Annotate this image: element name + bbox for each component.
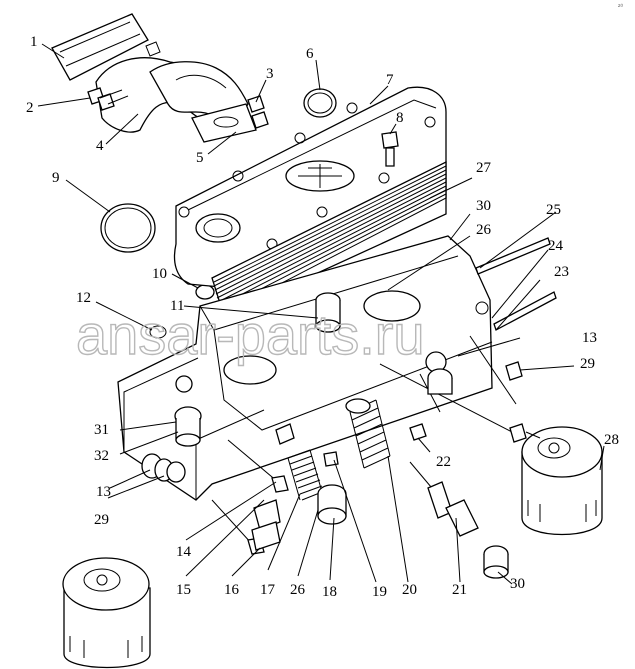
callout-29-right: 29 [580,356,595,372]
intake-pipe-assembly [51,13,257,143]
oil-filter-right [521,426,603,536]
callout-labels: 1 2 3 4 5 6 7 8 9 10 11 12 13 13 14 15 1… [26,34,619,600]
callout-18: 18 [322,584,337,600]
callout-16: 16 [224,582,240,598]
callout-26-top: 26 [476,222,492,238]
callout-5: 5 [196,150,204,166]
callout-8: 8 [396,110,404,126]
callout-11: 11 [170,298,184,314]
callout-19: 19 [372,584,387,600]
nuts-29-right [505,361,527,443]
callout-30-bottom: 30 [510,576,525,592]
callout-20: 20 [402,582,417,598]
oil-filter-left [62,557,151,669]
bolt-washers-left [141,453,186,483]
cap-30 [483,545,509,579]
corner-mark: ²⁰ [618,3,623,11]
filter-housing [117,235,493,501]
callout-28: 28 [604,432,619,448]
o-ring-9 [100,203,156,253]
callout-13-left: 13 [96,484,111,500]
plug-31-32 [174,406,202,447]
callout-13-right: 13 [582,330,597,346]
callout-31: 31 [94,422,109,438]
callout-1: 1 [30,34,38,50]
valve-11 [315,292,341,333]
callout-21: 21 [452,582,467,598]
callout-15: 15 [176,582,191,598]
callout-2: 2 [26,100,34,116]
seal-10 [195,284,215,300]
callout-4: 4 [96,138,104,154]
bolt-19 [323,451,339,467]
callout-6: 6 [306,46,314,62]
watermark-text: ansar-parts.ru [76,303,425,366]
callout-3: 3 [266,66,274,82]
fitting-16 [251,499,281,551]
leader-lines [37,43,605,585]
spring-20 [345,398,391,469]
bolt-3 [145,41,269,129]
callout-25: 25 [546,202,561,218]
piston-21 [409,461,479,537]
callout-9: 9 [52,170,60,186]
plug-13-right [427,368,453,395]
callout-17: 17 [260,582,276,598]
cap-18 [275,423,347,525]
spring-17 [287,449,323,501]
callout-14: 14 [176,544,192,560]
callout-30-top: 30 [476,198,491,214]
callout-27: 27 [476,160,492,176]
callout-29-left: 29 [94,512,109,528]
flange-bolts [87,87,129,111]
callout-23: 23 [554,264,569,280]
callout-24: 24 [548,238,564,254]
callout-22: 22 [436,454,451,470]
bolt-22 [409,423,427,441]
callout-12: 12 [76,290,91,306]
callout-26-bottom: 26 [290,582,306,598]
screw-8 [381,131,399,167]
callout-32: 32 [94,448,109,464]
callout-10: 10 [152,266,167,282]
callout-7: 7 [386,72,394,88]
long-rods [379,237,557,435]
